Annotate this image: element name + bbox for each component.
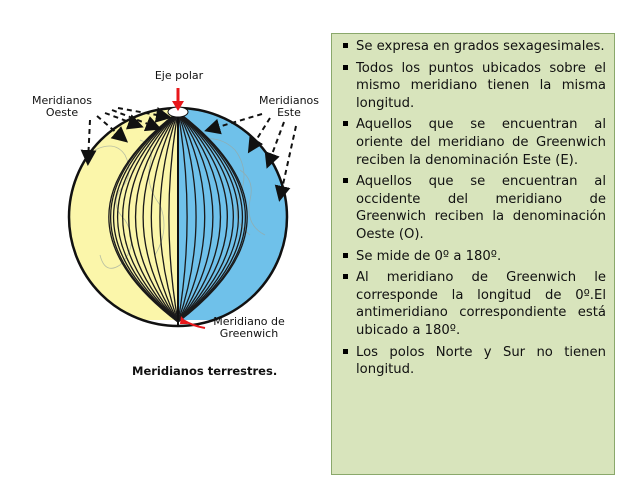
label-meridianos-este: Meridianos Este [258,94,320,119]
meridian-line [150,111,179,323]
label-meridianos-oeste: Meridianos Oeste [31,94,93,119]
meridian-line [108,111,179,323]
meridian-line [109,111,179,323]
meridian-line [177,111,188,323]
bullet-item: Todos los puntos ubicados sobre el mismo… [342,60,606,113]
meridian-line [128,111,179,323]
meridian-line [159,111,179,323]
meridians-figure: Eje polar Meridianos Oeste Meridianos Es… [31,69,320,379]
figure-caption: Meridianos terrestres. [132,364,278,378]
meridian-line [112,111,179,323]
bullet-list: Se expresa en grados sexagesimales. Todos… [342,38,606,379]
meridian-lines [108,111,248,323]
meridian-line [177,111,197,323]
meridian-line [117,111,179,323]
label-eje-polar: Eje polar [154,69,204,82]
meridian-line [134,111,179,323]
greenwich-arrowhead [180,316,188,324]
meridian-line [177,111,228,323]
globe-diagram [67,88,297,329]
meridian-line [122,111,179,323]
meridian-line [177,111,239,323]
meridian-line [177,111,247,323]
label-meridiano-greenwich: Meridiano de Greenwich [213,315,285,340]
bullet-item: Se mide de 0º a 180º. [342,248,606,266]
west-arrows [80,107,172,166]
east-arrows [204,113,297,202]
meridian-line [177,111,234,323]
meridian-line [177,111,214,323]
meridian-line [177,111,206,323]
meridian-line [142,111,179,323]
meridian-line [168,111,179,323]
bullet-item: Aquellos que se encuentran al occidente … [342,173,606,243]
meridian-line [177,111,244,323]
bullet-item: Se expresa en grados sexagesimales. [342,38,606,56]
meridian-line [177,111,222,323]
meridian-line [177,111,248,323]
bullet-item: Al meridiano de Greenwich le corresponde… [342,269,606,339]
polar-axis-arrowhead [172,101,184,111]
bullet-item: Aquellos que se encuentran al oriente de… [342,116,606,169]
bullet-item: Los polos Norte y Sur no tienen longitud… [342,344,606,379]
longitude-facts-box: Se expresa en grados sexagesimales. Todos… [331,33,615,475]
